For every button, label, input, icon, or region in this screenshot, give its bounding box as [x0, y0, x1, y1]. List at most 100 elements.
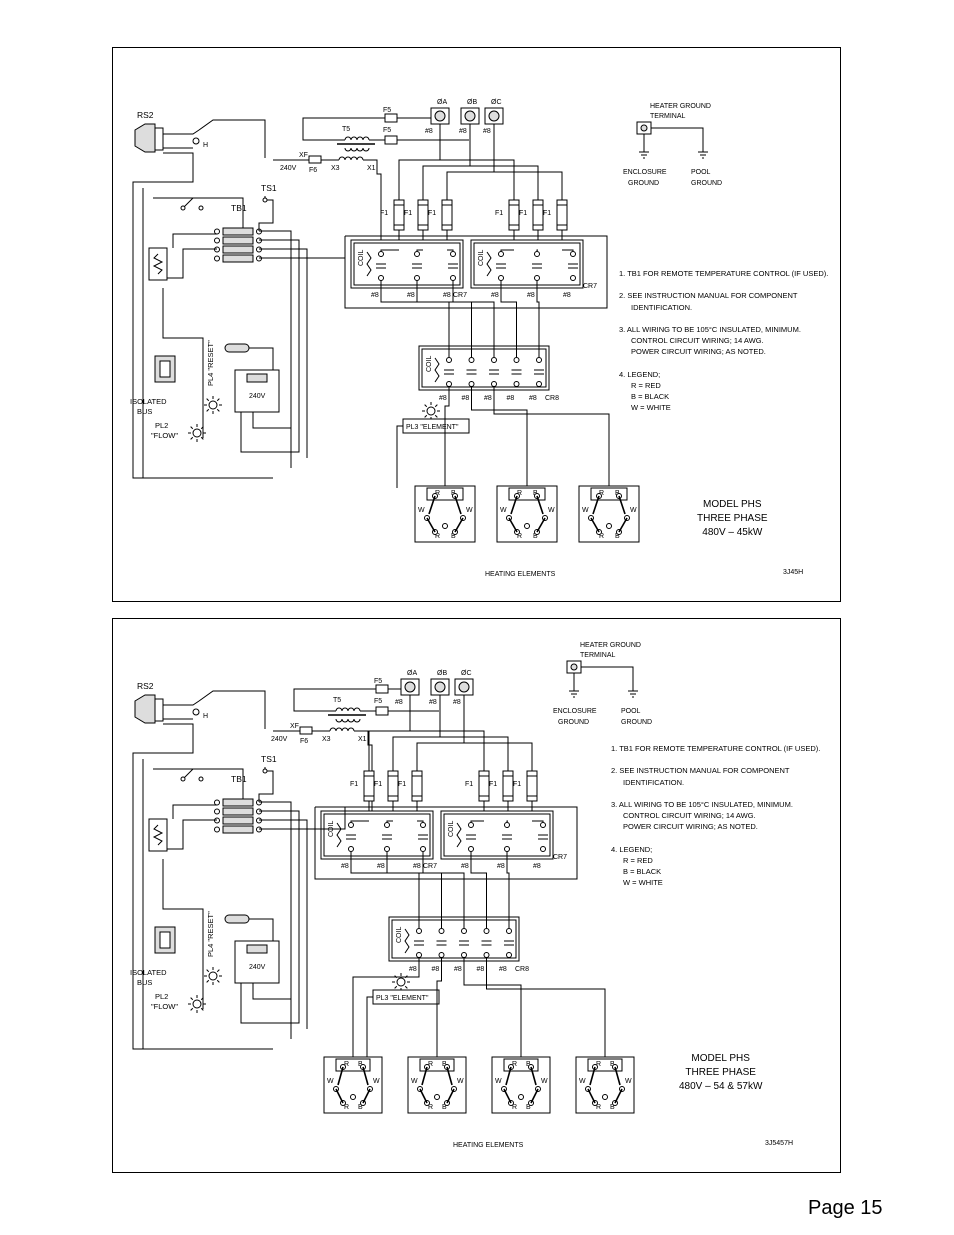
enclosure-ground-label: GROUND	[628, 180, 659, 187]
wire	[206, 969, 210, 973]
wire	[536, 249, 538, 251]
wire	[434, 404, 438, 408]
wire	[172, 804, 217, 819]
wire	[302, 117, 385, 141]
ts1-label: TS1	[261, 183, 277, 193]
pl2-flow-light	[192, 428, 202, 438]
wire	[424, 404, 428, 408]
contactor-cr7-a: COIL	[350, 239, 464, 289]
v240-label: 240V	[280, 165, 297, 172]
wire	[200, 1007, 204, 1011]
f1-label: F1	[404, 210, 412, 217]
b-label: B	[615, 533, 620, 540]
note-line: 1. TB1 FOR REMOTE TEMPERATURE CONTROL (I…	[611, 744, 821, 753]
b-label: B	[442, 1061, 447, 1068]
wire	[463, 958, 522, 1057]
wire	[416, 249, 423, 251]
wire	[190, 997, 194, 1001]
phase-terminal-3: ØC#8	[453, 670, 474, 743]
pool-ground-label: POOL	[691, 169, 711, 176]
rs2-label: RS2	[137, 681, 154, 691]
wire	[493, 387, 610, 486]
wire	[562, 249, 574, 251]
pool-ground-label: GROUND	[691, 180, 722, 187]
wire	[471, 387, 528, 486]
wire	[503, 1088, 512, 1104]
note-line: 1. TB1 FOR REMOTE TEMPERATURE CONTROL (I…	[619, 269, 829, 278]
phase-terminal-2: ØB #8	[459, 99, 480, 166]
wire	[581, 666, 634, 691]
isolated-bus-label: BUS	[137, 407, 152, 416]
cr7-label: CR7	[453, 292, 467, 299]
wire	[590, 517, 600, 533]
fuse-f5	[375, 684, 389, 694]
wire	[422, 852, 465, 928]
wire	[386, 852, 442, 928]
w-label: W	[418, 507, 425, 514]
wire	[258, 214, 274, 231]
isolated-bus-label: ISOLATED	[130, 397, 167, 406]
pl2-label: "FLOW"	[151, 431, 178, 440]
f1-label: F1	[350, 781, 358, 788]
wire	[354, 730, 373, 819]
contactor-cr7-a: COIL	[320, 810, 434, 860]
t5-label: T5	[333, 697, 341, 704]
r-label: R	[596, 1104, 601, 1111]
note-line: W = WHITE	[631, 403, 671, 413]
wire	[417, 820, 424, 822]
pl3-element-light: PL3 "ELEMENT"	[372, 973, 440, 1005]
wire	[536, 495, 544, 515]
f1-label: F1	[374, 781, 382, 788]
coil-label: COIL	[448, 821, 455, 837]
w-label: W	[457, 1078, 464, 1085]
cr8-label: CR8	[545, 395, 559, 402]
wire	[216, 969, 220, 973]
wire	[153, 197, 244, 228]
wire	[530, 1066, 537, 1086]
r-label: R	[512, 1061, 517, 1068]
reset-button	[224, 914, 250, 924]
phase-terminal-1: ØA#8	[395, 670, 420, 731]
wire	[505, 1066, 512, 1086]
wire	[362, 1088, 371, 1104]
cr7-label: CR7	[583, 283, 597, 290]
wire	[470, 820, 484, 822]
wire-gauge-label: #8	[507, 395, 515, 402]
f5-label: F5	[383, 107, 391, 114]
wire-gauge-label: #8	[483, 128, 491, 135]
r-label: R	[596, 1061, 601, 1068]
f1-label: F1	[428, 210, 436, 217]
wire	[454, 517, 464, 533]
wire	[162, 288, 204, 438]
w-label: W	[466, 507, 473, 514]
wire	[440, 736, 509, 751]
fuse-f5	[384, 113, 398, 123]
contactor-cr8: COIL	[388, 916, 520, 962]
phase-label: ØB	[467, 99, 477, 106]
fuse-f6	[299, 726, 313, 735]
wire	[392, 736, 440, 751]
tb1-terminal	[222, 227, 254, 236]
b-label: B	[358, 1061, 363, 1068]
phase-label: ØA	[437, 99, 447, 106]
wire-gauge-label: #8	[377, 863, 385, 870]
wire	[404, 985, 408, 989]
contactor-cr7-b: COIL	[440, 810, 554, 860]
wire-gauge-label: #8	[429, 699, 437, 706]
wire-gauge-label: #8	[459, 128, 467, 135]
tb1-terminal	[222, 816, 254, 825]
isolated-bus-label: BUS	[137, 978, 152, 987]
heater-ground-label: HEATER GROUND	[650, 103, 711, 110]
x1-label: X1	[367, 165, 376, 172]
wire	[380, 249, 399, 251]
phase-label: ØC	[491, 99, 502, 106]
wire	[470, 852, 487, 928]
wire	[618, 517, 628, 533]
